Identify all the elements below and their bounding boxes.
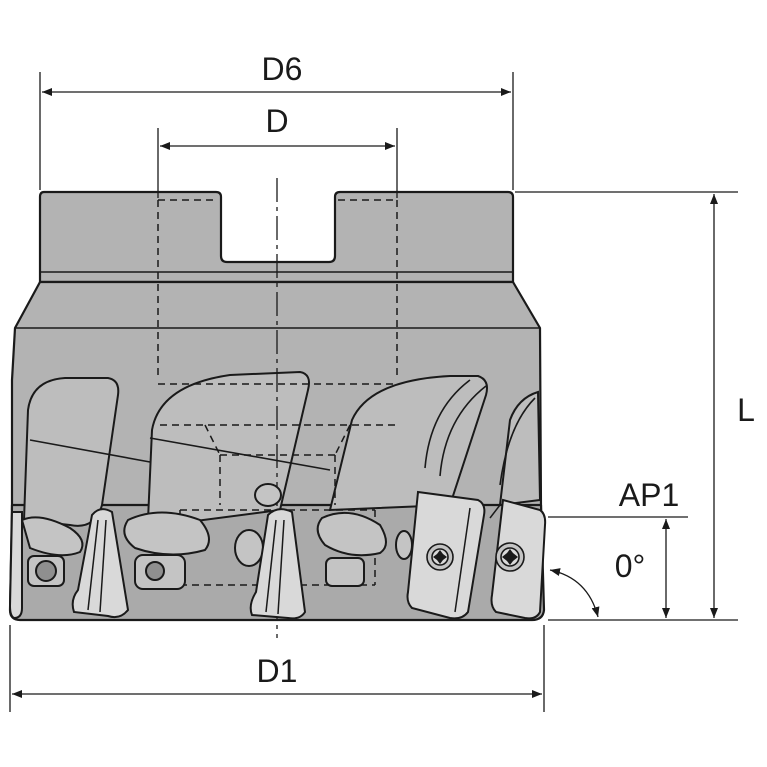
edge-tooth-left bbox=[8, 511, 23, 620]
insert-pocket-6 bbox=[395, 530, 413, 560]
insert-pocket-2 bbox=[123, 511, 210, 556]
angle-arc bbox=[549, 568, 600, 618]
screw-pocket-3 bbox=[325, 557, 365, 587]
label-angle: 0° bbox=[615, 548, 646, 584]
insert-pocket-1 bbox=[20, 516, 84, 557]
chip-pocket-3 bbox=[328, 375, 488, 512]
torx-screws bbox=[426, 542, 525, 572]
insert-edges bbox=[87, 504, 501, 615]
insert-2 bbox=[249, 508, 307, 620]
label-d6: D6 bbox=[262, 51, 303, 87]
insert-pocket-4 bbox=[234, 529, 264, 567]
flute-curves bbox=[29, 379, 536, 486]
dimension-lines bbox=[9, 72, 738, 712]
chip-pocket-1 bbox=[22, 377, 120, 527]
label-d: D bbox=[265, 103, 288, 139]
label-d1: D1 bbox=[257, 653, 298, 689]
screw-hole-1 bbox=[35, 560, 57, 582]
insert-pocket-3 bbox=[316, 511, 387, 557]
insert-pocket-5 bbox=[254, 483, 282, 507]
label-l: L bbox=[737, 392, 755, 428]
label-ap1: AP1 bbox=[619, 477, 679, 513]
insert-1 bbox=[71, 508, 130, 619]
screw-hole-2 bbox=[145, 561, 165, 581]
chip-pocket-4 bbox=[498, 390, 542, 507]
